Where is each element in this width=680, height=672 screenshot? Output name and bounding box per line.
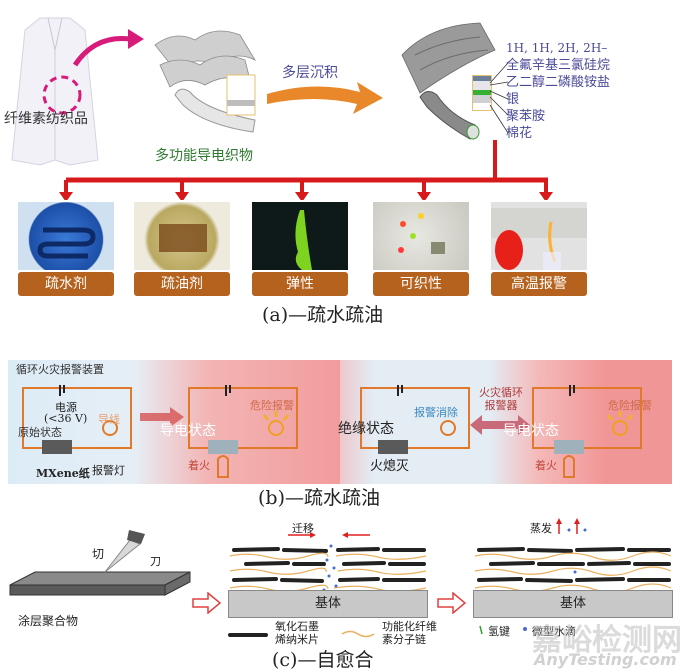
hydrogen-bond-legend-icon (479, 625, 483, 635)
process-label: 多层沉积 (282, 65, 338, 81)
fire-out-label: 火熄灭 (370, 459, 410, 474)
coating-polymer-label: 涂层聚合物 (18, 614, 79, 628)
evaporate-label: 蒸发 (530, 522, 552, 535)
initial-state-label: 原始状态 (18, 426, 62, 439)
alarm-cleared-label: 报警消除 (414, 406, 458, 419)
cycle-alarm-line: 报警器 (484, 399, 518, 412)
voltage-label: (<36 V) (44, 412, 88, 425)
weavable-photo (373, 202, 469, 270)
process-arrow (267, 82, 383, 114)
circuit-conductive-2 (532, 385, 642, 478)
hydrophobic-photo (18, 202, 114, 270)
coated-fiber-image (419, 91, 480, 140)
distribution-arrows (59, 140, 553, 200)
application-chip: 高温报警 (491, 272, 587, 296)
layer-labels: 1H, 1H, 2H, 2H– 全氟辛基三氯硅烷 乙二醇二磷酸铵盐 银 聚苯胺 … (506, 40, 610, 142)
layer-label: 全氟辛基三氯硅烷 (506, 58, 611, 73)
focus-circle (42, 75, 82, 115)
device-title: 循环火灾报警装置 (16, 363, 104, 376)
hollow-arrow (437, 592, 467, 614)
cellulose-chain-legend-icon (341, 630, 375, 638)
coat-label: 纤维素纺织品 (4, 111, 88, 127)
circuit-conductive (188, 385, 298, 478)
alarm-lamp-label: 报警灯 (92, 464, 125, 477)
substrate-block-2: 基体 (473, 590, 673, 618)
layer-label: 聚苯胺 (506, 109, 546, 124)
bidirectional-arrow (470, 415, 530, 435)
hydrogen-bond-legend-label: 氢键 (488, 625, 510, 638)
caption-b: (b)—疏水疏油 (258, 487, 380, 509)
layer-label: 乙二醇二磷酸铵盐 (506, 75, 611, 90)
legend-line: 功能化纤维 (382, 620, 437, 633)
insulating-state-label: 绝缘状态 (338, 421, 394, 437)
layer-label: 1H, 1H, 2H, 2H– (506, 41, 608, 55)
fabric-label: 多功能导电织物 (155, 148, 253, 164)
knife-blade-label: 刀 (150, 555, 161, 568)
fiber-tube-image (174, 74, 256, 133)
legend-line: 素分子链 (382, 633, 426, 646)
application-chip: 疏油剂 (134, 272, 230, 296)
transition-arrow (140, 407, 184, 427)
knife-cut-label: 切 (92, 547, 105, 561)
danger-alarm-label: 危险报警 (250, 399, 294, 412)
migrate-label: 迁移 (292, 522, 314, 535)
graphene-oxide-legend-icon (228, 633, 268, 637)
cycle-alarm-line: 火灾循环 (479, 386, 523, 399)
coated-polymer-slab (9, 530, 191, 596)
evaporate-arrows (556, 518, 587, 534)
application-chip: 可织性 (373, 272, 469, 296)
layer-label: 银 (506, 92, 520, 107)
magenta-arrow (72, 29, 144, 67)
application-chip: 疏水剂 (18, 272, 114, 296)
circuit-insulating (360, 385, 470, 454)
alarm-photo (491, 202, 587, 270)
lab-coat-image (11, 17, 99, 166)
migrate-arrows (288, 532, 370, 538)
watermark-en: AnyTesting.com (534, 650, 677, 669)
damaged-composite (229, 544, 427, 592)
power-label: 电源 (55, 401, 77, 414)
layer-leader-lines (489, 62, 509, 134)
water-droplet-legend-label: 微型水滴 (532, 625, 576, 638)
hollow-arrow (192, 592, 222, 614)
legend-line: 氧化石墨 (275, 620, 319, 633)
conductive-state-label: 导电状态 (160, 423, 216, 439)
legend-line: 烯纳米片 (275, 633, 319, 646)
application-chip: 弹性 (252, 272, 348, 296)
layer-stack (472, 75, 492, 111)
coated-fabric-image (401, 22, 496, 94)
oleophobic-photo (134, 202, 230, 270)
cellulose-chain-legend-label: 功能化纤维 素分子链 (382, 620, 437, 646)
layer-label: 棉花 (506, 126, 533, 141)
caption-a: (a)—疏水疏油 (262, 304, 384, 326)
water-droplet-legend-icon (523, 627, 527, 631)
elastic-photo (252, 202, 348, 270)
watermark-cn: 嘉峪检测网 (532, 623, 680, 658)
graphene-oxide-legend-label: 氧化石墨 烯纳米片 (275, 620, 319, 646)
conductive-state-label-2: 导电状态 (503, 423, 559, 439)
wire-label: 导线 (98, 413, 120, 426)
healed-composite (474, 547, 672, 593)
danger-alarm-label-2: 危险报警 (608, 399, 652, 412)
circuit-initial (22, 385, 132, 454)
caption-c: (c)—自愈合 (272, 649, 374, 671)
on-fire-label: 着火 (188, 459, 210, 472)
cycle-alarm-label: 火灾循环 报警器 (479, 386, 523, 412)
on-fire-label-2: 着火 (535, 459, 557, 472)
mxene-paper-label: MXene纸 (36, 467, 90, 480)
substrate-block: 基体 (228, 590, 428, 618)
